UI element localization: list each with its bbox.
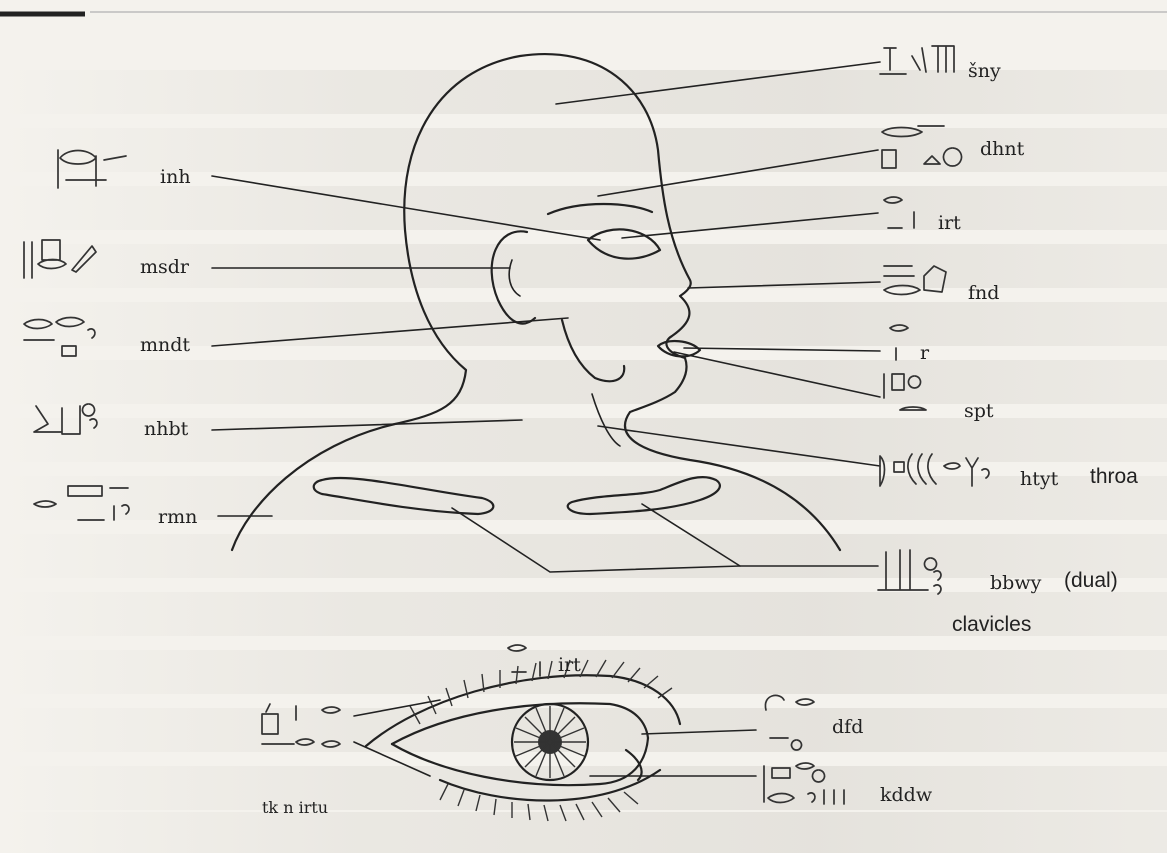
glyph-dfd: [765, 695, 814, 750]
glyph-htyt: [880, 454, 989, 486]
glyph-inh: [58, 150, 126, 188]
label-nhbt: nhbt: [144, 420, 188, 439]
face-eye: [588, 229, 660, 258]
label-msdr: msdr: [140, 258, 189, 277]
label-sny: šny: [968, 62, 1001, 81]
glyph-mndt: [24, 318, 95, 357]
label-bbwy: bbwy: [990, 574, 1041, 593]
label-mndt: mndt: [140, 336, 190, 355]
glyph-bbwy: [878, 550, 941, 594]
jaw: [562, 320, 624, 381]
glyph-spt: [884, 374, 926, 410]
label-r: r: [920, 344, 929, 363]
upper-lashes: [410, 660, 672, 724]
label-clavicles: clavicles: [952, 614, 1031, 635]
label-rmn: rmn: [158, 508, 197, 527]
leader-lines: [212, 62, 880, 572]
label-dhnt: dhnt: [980, 140, 1024, 159]
clavicle-right: [568, 477, 720, 514]
ear: [492, 231, 535, 323]
label-fnd: fnd: [968, 284, 999, 303]
label-dfd: dfd: [832, 718, 863, 737]
label-htyt: htyt: [1020, 470, 1058, 489]
iris-rays: [514, 706, 586, 778]
label-spt: spt: [964, 402, 994, 421]
glyph-irt-face: [884, 197, 914, 228]
label-throat: throa: [1090, 466, 1138, 487]
glyph-fnd: [884, 266, 946, 295]
head-outline: [232, 54, 840, 550]
glyph-msdr: [24, 240, 96, 278]
glyph-rmn: [34, 486, 129, 520]
eye-shape-lower: [392, 738, 648, 785]
label-dual: (dual): [1064, 570, 1118, 591]
glyph-dhnt: [882, 126, 962, 168]
label-irt-eye: irt: [558, 656, 581, 675]
glyph-kddw: [764, 763, 844, 804]
glyph-r: [890, 325, 908, 360]
clavicle-left: [314, 478, 494, 514]
head-figure: [232, 54, 840, 550]
eye-shape-upper: [392, 703, 648, 744]
glyph-tk-n-irtu: [262, 704, 340, 747]
label-tk-n-irtu: tk n irtu: [262, 800, 328, 816]
label-irt-face: irt: [938, 214, 961, 233]
label-kddw: kddw: [880, 786, 932, 805]
glyph-sny: [880, 46, 954, 74]
eyebrow: [548, 204, 652, 214]
glyph-irt-eye: [508, 645, 540, 676]
eye-detail: [354, 660, 756, 821]
label-inh: inh: [160, 168, 191, 187]
glyph-nhbt: [34, 404, 97, 434]
